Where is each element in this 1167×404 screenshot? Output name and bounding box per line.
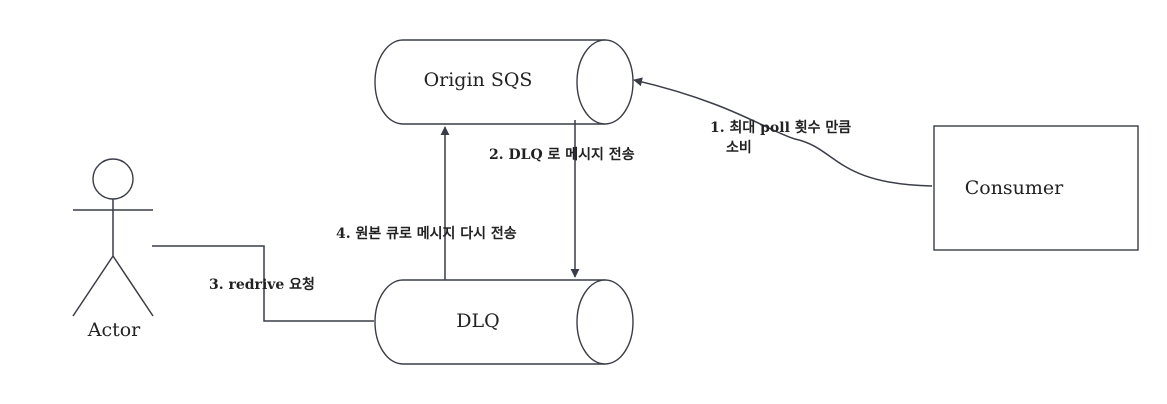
actor-figure[interactable]: Actor: [72, 158, 154, 341]
redrive-label: 3. redrive 요청: [209, 277, 315, 293]
consume-label-line2: 소비: [726, 140, 752, 156]
origin-sqs-queue[interactable]: Origin SQS: [374, 39, 634, 125]
edge-redrive: 3. redrive 요청: [152, 245, 374, 322]
edge-to-dlq: 2. DLQ 로 메시지 전송: [489, 120, 635, 278]
origin-sqs-label: Origin SQS: [424, 69, 533, 91]
actor-head: [92, 158, 134, 200]
back-to-origin-label: 4. 원본 큐로 메시지 다시 전송: [336, 225, 517, 242]
edge-consume: 1. 최대 poll 횟수 만큼 소비: [633, 77, 933, 187]
dlq-label: DLQ: [456, 310, 499, 332]
consumer-box: [933, 125, 1139, 251]
redrive-connector: [152, 245, 374, 322]
dlq-end-cap: [576, 279, 606, 365]
consumer-label: Consumer: [965, 177, 1064, 199]
consume-label-line1: 1. 최대 poll 횟수 만큼: [710, 119, 851, 136]
consume-arrow: [633, 77, 933, 187]
consumer-node[interactable]: Consumer: [933, 125, 1139, 251]
edge-back-to-origin: 4. 원본 큐로 메시지 다시 전송: [336, 126, 517, 280]
origin-sqs-end-cap: [576, 39, 606, 125]
to-dlq-label: 2. DLQ 로 메시지 전송: [489, 146, 635, 163]
actor-label: Actor: [87, 319, 141, 341]
actor-body: [72, 199, 154, 317]
dlq-queue[interactable]: DLQ: [374, 279, 634, 365]
